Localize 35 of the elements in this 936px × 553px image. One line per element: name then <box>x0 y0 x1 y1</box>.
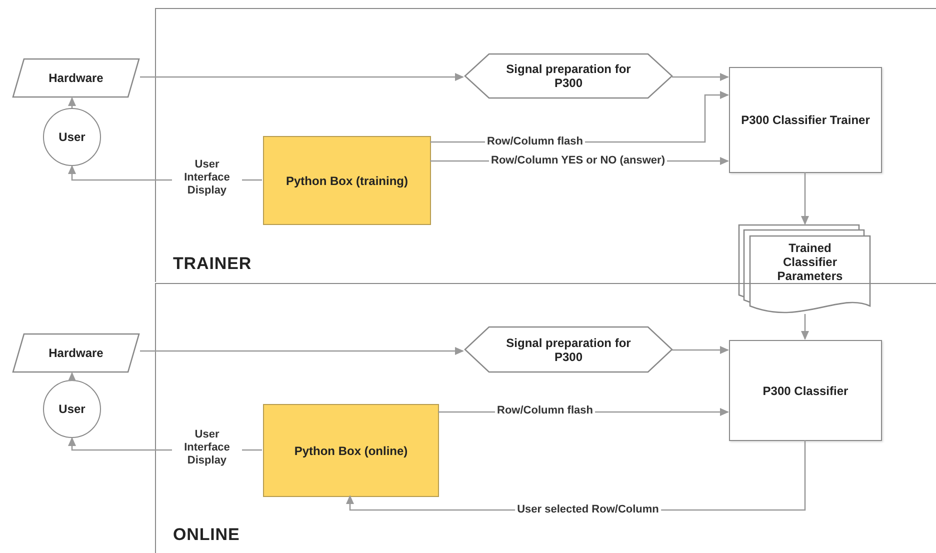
node-text: Signal preparation for P300 <box>505 62 632 90</box>
arrow <box>672 73 729 81</box>
arrow <box>672 346 729 354</box>
arrow <box>801 172 809 225</box>
edge-label: Row/Column YES or NO (answer) <box>489 154 667 168</box>
node-text: Python Box (online) <box>293 444 409 458</box>
preparation-hexagon <box>464 53 673 99</box>
document-stack <box>738 224 872 314</box>
edge-label: User Interface Display <box>172 158 242 198</box>
node-text: P300 Classifier <box>762 384 850 398</box>
node-text: Trained Classifier Parameters <box>776 241 844 283</box>
process-box <box>729 340 882 441</box>
arrow <box>140 73 464 81</box>
section-panel <box>155 283 936 553</box>
process-box <box>729 67 882 173</box>
process-box <box>263 404 439 497</box>
preparation-hexagon <box>464 326 673 373</box>
arrow <box>68 372 76 381</box>
arrow <box>68 97 76 108</box>
arrow <box>140 347 464 355</box>
section-heading: TRAINER <box>173 252 252 274</box>
section-heading: ONLINE <box>173 524 240 546</box>
node-text: User <box>58 402 86 416</box>
node-text: Hardware <box>48 346 104 360</box>
input-parallelogram <box>12 58 140 98</box>
node-text: Hardware <box>48 71 104 85</box>
process-box <box>263 136 431 225</box>
edge-label: User Interface Display <box>172 428 242 468</box>
node-text: Python Box (training) <box>285 174 409 188</box>
node-text: Signal preparation for P300 <box>505 336 632 364</box>
input-parallelogram <box>12 333 140 373</box>
node-text: P300 Classifier Trainer <box>740 113 871 127</box>
section-panel <box>155 8 936 282</box>
node-text: User <box>58 130 86 144</box>
arrow <box>801 314 809 340</box>
